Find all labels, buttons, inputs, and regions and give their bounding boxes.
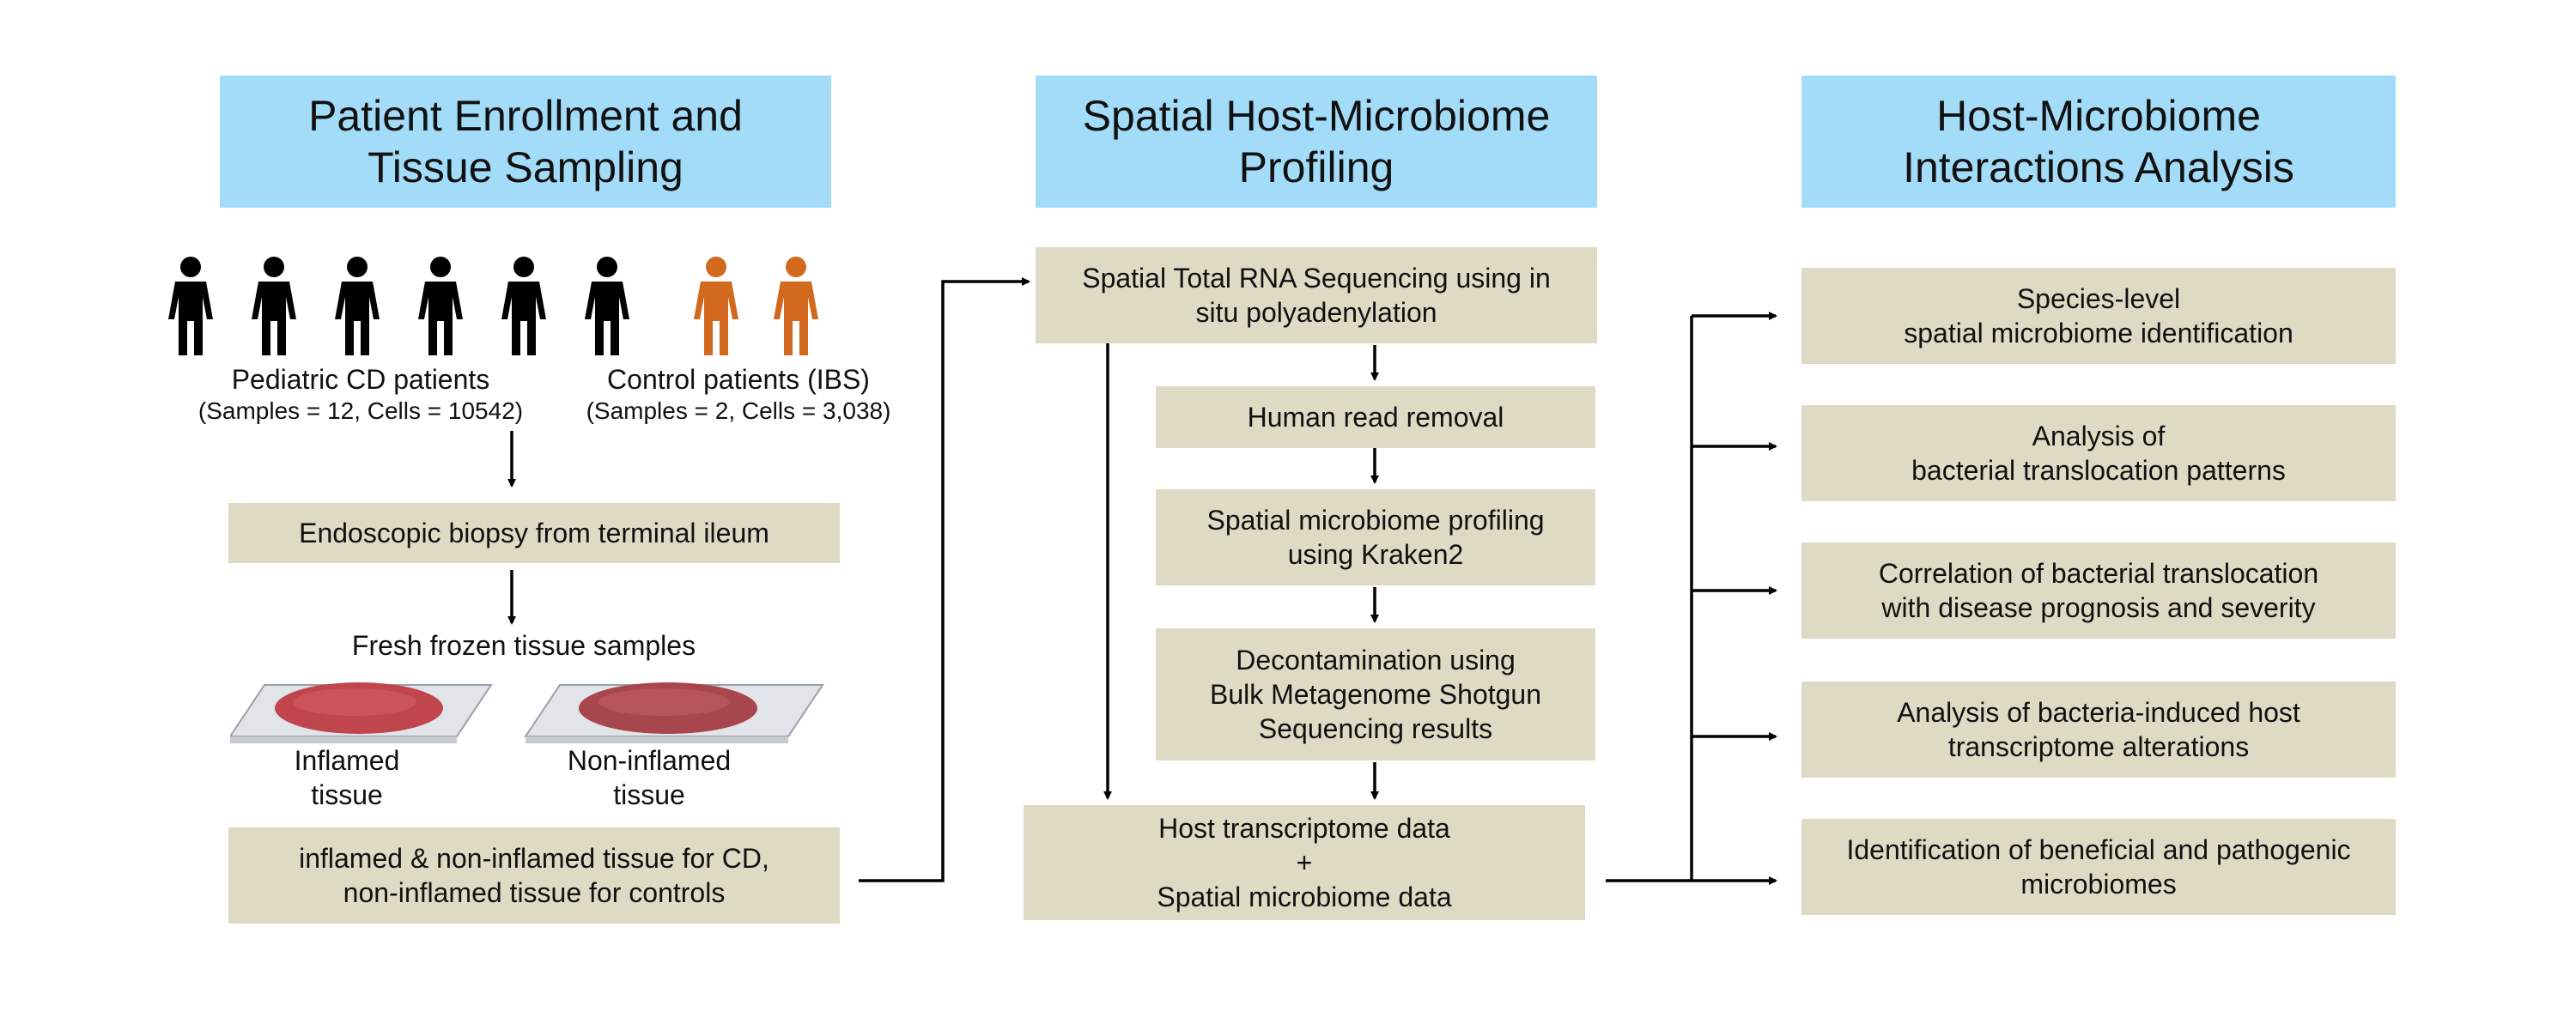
tissue-summary-box: inflamed & non-inflamed tissue for CD, n…: [228, 827, 840, 924]
person-icon: [168, 257, 213, 355]
step-decontamination: Decontamination using Bulk Metagenome Sh…: [1156, 628, 1595, 760]
control-patients-stats: (Samples = 2, Cells = 3,038): [586, 397, 891, 424]
step-human-read-removal: Human read removal: [1156, 386, 1595, 448]
inflamed-tissue-label: Inflamed tissue: [294, 745, 400, 810]
non-inflamed-tissue-slide: [524, 682, 824, 743]
biopsy-box: Endoscopic biopsy from terminal ileum: [228, 503, 840, 563]
person-icon: [694, 257, 738, 355]
inflamed-tissue-slide: [230, 682, 493, 743]
header-enrollment: Patient Enrollment and Tissue Sampling: [220, 76, 831, 208]
arrow-col1-to-col2: [859, 277, 1030, 882]
step-host-microbiome-data: Host transcriptome data + Spatial microb…: [1024, 805, 1585, 920]
person-icon: [774, 257, 818, 355]
header-analysis: Host-Microbiome Interactions Analysis: [1801, 76, 2396, 208]
analysis-beneficial-pathogenic: Identification of beneficial and pathoge…: [1801, 819, 2396, 915]
cd-patients-stats: (Samples = 12, Cells = 10542): [197, 397, 524, 424]
person-icon: [418, 257, 463, 355]
cd-patients-label: Pediatric CD patients: [231, 364, 490, 395]
control-patients-label: Control patients (IBS): [607, 364, 870, 395]
samples-label: Fresh frozen tissue samples: [351, 630, 696, 661]
analysis-species-identification: Species-level spatial microbiome identif…: [1801, 268, 2396, 364]
analysis-correlation: Correlation of bacterial translocation w…: [1801, 542, 2396, 639]
person-icon: [252, 257, 296, 355]
person-icon: [335, 257, 380, 355]
step-microbiome-profiling: Spatial microbiome profiling using Krake…: [1156, 489, 1595, 585]
tissue-slides-illustration: [230, 682, 824, 743]
person-icon: [585, 257, 629, 355]
header-profiling: Spatial Host-Microbiome Profiling: [1036, 76, 1597, 208]
non-inflamed-tissue-label: Non-inflamed tissue: [567, 745, 732, 810]
analysis-transcriptome-alterations: Analysis of bacteria-induced host transc…: [1801, 682, 2396, 778]
analysis-translocation-patterns: Analysis of bacterial translocation patt…: [1801, 405, 2396, 501]
step-rna-sequencing: Spatial Total RNA Sequencing using in si…: [1036, 247, 1597, 343]
person-icon: [501, 257, 546, 355]
